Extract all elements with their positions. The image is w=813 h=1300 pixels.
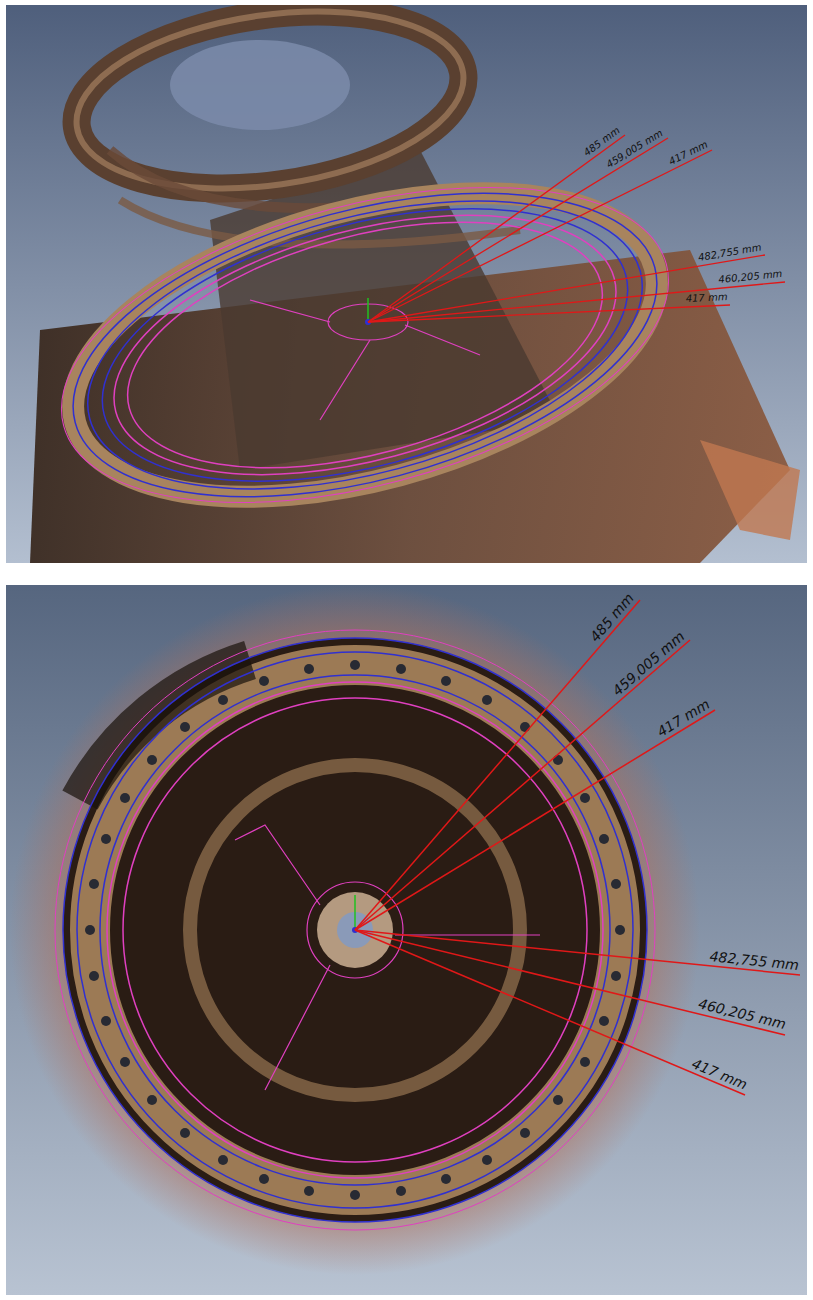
dimension-label: 485 mm	[588, 590, 637, 643]
dimension-label: 417 mm	[655, 697, 712, 739]
dimension-label: 460,205 mm	[718, 269, 783, 285]
dimension-label: 460,205 mm	[697, 997, 787, 1032]
dimension-label: 417 mm	[690, 1056, 749, 1092]
oblique-view	[6, 5, 807, 563]
dimension-label: 459,005 mm	[610, 628, 687, 697]
dimension-label: 417 mm	[686, 292, 728, 304]
dimension-label: 482,755 mm	[709, 949, 800, 972]
dimension-label: 417 mm	[667, 139, 709, 167]
top-view	[6, 585, 807, 1295]
dimension-label: 482,755 mm	[698, 243, 763, 264]
